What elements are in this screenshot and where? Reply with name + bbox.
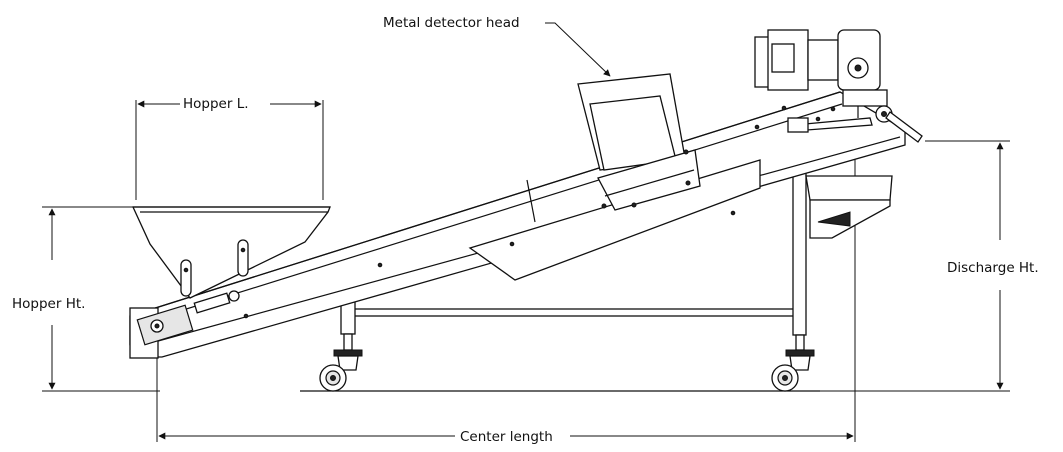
bolt bbox=[243, 313, 249, 319]
bolt bbox=[683, 149, 689, 155]
tail-pulley-axle bbox=[154, 323, 160, 329]
right-caster-plate bbox=[785, 349, 815, 357]
hopper-adjust-slot-left bbox=[180, 259, 192, 297]
detector-base bbox=[597, 149, 701, 211]
right-caster-fork bbox=[789, 355, 811, 371]
metal-detector-leader bbox=[545, 22, 611, 77]
bolt bbox=[377, 262, 383, 268]
tail-pulley-housing bbox=[136, 304, 194, 346]
labels: Metal detector head Hopper L. Hopper Ht.… bbox=[12, 15, 1039, 445]
discharge-lip bbox=[885, 111, 923, 143]
discharge-height-label: Discharge Ht. bbox=[947, 260, 1039, 276]
bolt bbox=[509, 241, 515, 247]
left-caster-axle bbox=[330, 375, 336, 381]
tensioner-knob bbox=[228, 290, 240, 302]
bolt bbox=[685, 180, 691, 186]
bolt bbox=[601, 203, 607, 209]
left-leg-lower bbox=[343, 333, 353, 351]
hopper bbox=[131, 206, 331, 299]
center-length-label: Center length bbox=[460, 429, 553, 445]
bottom-rail bbox=[351, 308, 796, 317]
bolt bbox=[183, 267, 189, 273]
bolt bbox=[830, 106, 836, 112]
left-caster-fork bbox=[337, 355, 359, 371]
take-up-tensioner bbox=[193, 292, 231, 314]
head-pulley bbox=[787, 105, 923, 143]
right-leg-lower bbox=[795, 334, 805, 351]
hopper-height-label: Hopper Ht. bbox=[12, 296, 85, 312]
hopper-adjust-slot-right bbox=[237, 239, 249, 277]
metal-detector-label: Metal detector head bbox=[383, 15, 520, 31]
motor-end-cap bbox=[754, 36, 770, 88]
left-caster bbox=[319, 349, 363, 392]
bolt bbox=[754, 124, 760, 130]
belt-top-edge bbox=[129, 91, 841, 317]
gearbox-shaft bbox=[854, 64, 862, 72]
strut-bracket bbox=[787, 117, 809, 133]
left-caster-plate bbox=[333, 349, 363, 357]
bolt bbox=[730, 210, 736, 216]
detector-belt-pass bbox=[604, 169, 695, 197]
belt-top-edge-inner bbox=[131, 103, 843, 327]
motor-coupling bbox=[807, 39, 839, 81]
motor-junction-box bbox=[771, 43, 795, 73]
right-caster bbox=[771, 349, 815, 392]
bolt bbox=[631, 202, 637, 208]
gearbox-mount bbox=[842, 89, 888, 107]
hopper-length-label: Hopper L. bbox=[183, 96, 249, 112]
discharge-guard bbox=[805, 175, 893, 239]
right-caster-axle bbox=[782, 375, 788, 381]
head-pulley-axle bbox=[881, 111, 887, 117]
discharge-tray bbox=[805, 175, 893, 201]
bolt bbox=[815, 116, 821, 122]
metal-detector-head bbox=[577, 73, 701, 211]
trough-divider bbox=[526, 179, 536, 223]
support-cutout bbox=[817, 211, 851, 227]
drive-motor bbox=[754, 29, 888, 118]
bolt bbox=[240, 247, 246, 253]
bolt bbox=[781, 105, 787, 111]
